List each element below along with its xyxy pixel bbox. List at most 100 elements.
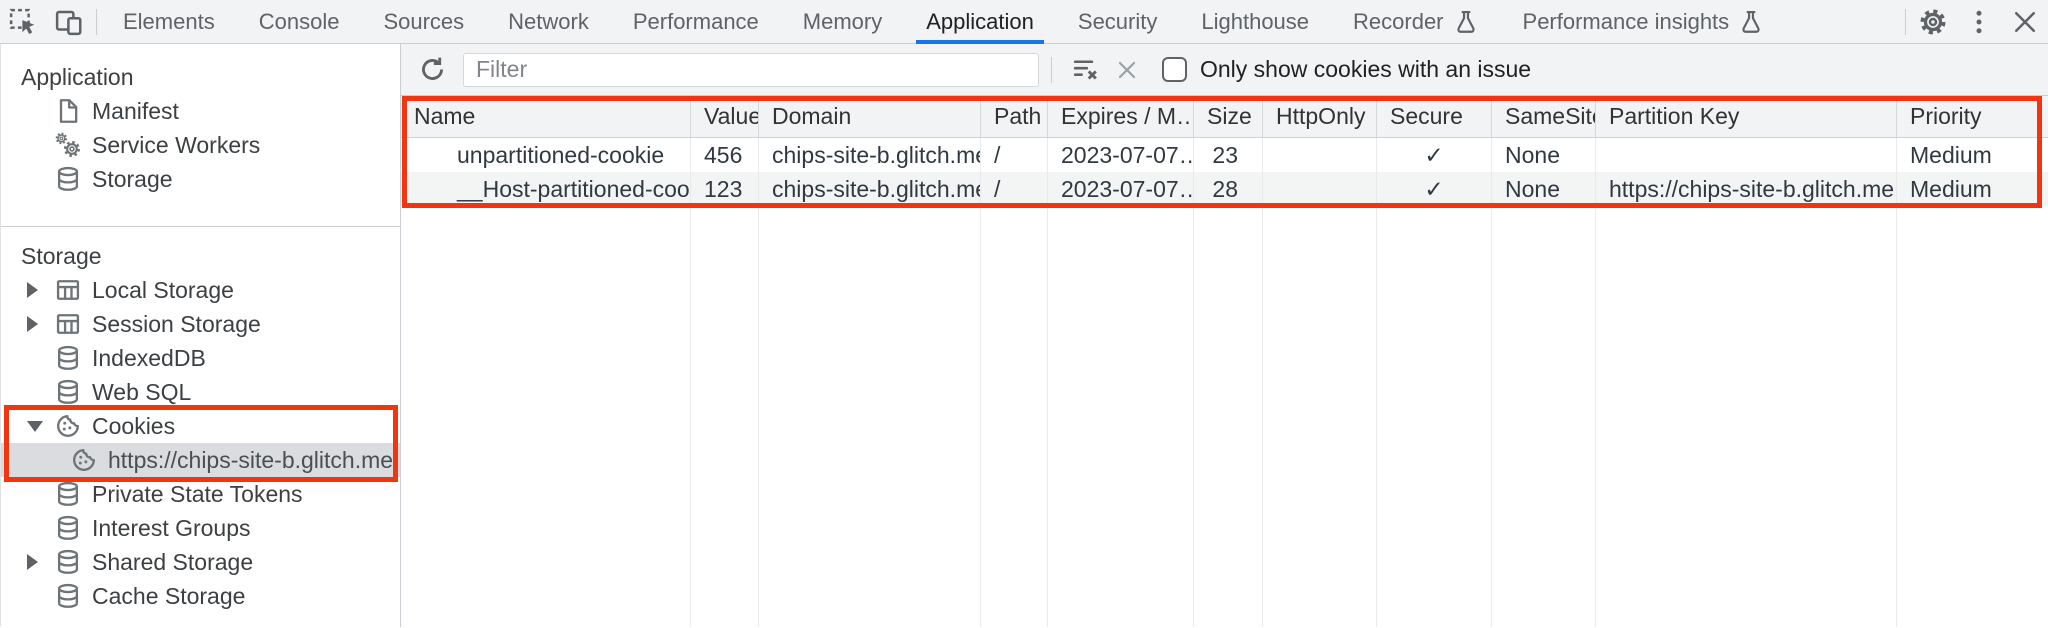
tab-network[interactable]: Network [486, 0, 611, 44]
empty-cell [1194, 206, 1263, 627]
sidebar-item-indexeddb[interactable]: IndexedDB [1, 341, 400, 375]
expander-collapsed-icon[interactable] [27, 316, 53, 332]
delete-selected-button[interactable] [1106, 49, 1148, 91]
cell-partitionkey: https://chips-site-b.glitch.me [1596, 172, 1897, 206]
column-header-priority[interactable]: Priority [1910, 103, 1982, 129]
tab-lighthouse[interactable]: Lighthouse [1179, 0, 1331, 44]
settings-gear-icon[interactable] [1910, 0, 1956, 44]
sidebar-item-cache-storage[interactable]: Cache Storage [1, 579, 400, 613]
expander-collapsed-icon[interactable] [27, 282, 53, 298]
cell-value: 123 [691, 172, 759, 206]
sidebar-section-title-application: Application [21, 63, 134, 90]
column-header-name[interactable]: Name [401, 96, 691, 137]
column-header-secure[interactable]: Secure [1377, 96, 1492, 137]
experiment-flask-icon [1738, 9, 1764, 35]
empty-cell [401, 206, 691, 627]
kebab-menu-icon[interactable] [1956, 0, 2002, 44]
database-icon [53, 479, 83, 509]
tab-security[interactable]: Security [1056, 0, 1179, 44]
cookie-icon [53, 411, 83, 441]
sidebar-item-label: https://chips-site-b.glitch.me [108, 446, 394, 473]
tabbar-divider [96, 8, 97, 35]
cell-name: __Host-partitioned-cookie [401, 172, 691, 206]
tab-performance-insights[interactable]: Performance insights [1501, 0, 1787, 44]
cell-priority: Medium [1910, 175, 1992, 202]
sidebar-item-label: Private State Tokens [92, 480, 303, 507]
sidebar-item-https-chips-site-b-glitch-me[interactable]: https://chips-site-b.glitch.me [1, 443, 400, 477]
sidebar-section-title-storage: Storage [21, 242, 102, 269]
tab-label: Security [1077, 8, 1158, 34]
sidebar-item-private-state-tokens[interactable]: Private State Tokens [1, 477, 400, 511]
sidebar-item-label: Service Workers [92, 131, 261, 158]
database-icon [53, 547, 83, 577]
sidebar-item-local-storage[interactable]: Local Storage [1, 273, 400, 307]
column-header-domain[interactable]: Domain [759, 96, 981, 137]
cell-partitionkey [1596, 138, 1897, 172]
tab-label: Performance insights [1522, 8, 1730, 34]
device-toolbar-icon[interactable] [46, 0, 92, 44]
triangle-down-icon [27, 420, 43, 432]
empty-cell [1377, 206, 1492, 627]
sidebar-item-storage[interactable]: Storage [1, 162, 400, 196]
tab-label: Recorder [1353, 8, 1444, 34]
column-header-samesite[interactable]: SameSite [1492, 96, 1596, 137]
tab-label: Elements [123, 8, 215, 34]
tab-console[interactable]: Console [237, 0, 362, 44]
cookie-icon [69, 445, 99, 475]
database-icon [53, 513, 83, 543]
sidebar-item-session-storage[interactable]: Session Storage [1, 307, 400, 341]
clear-all-button[interactable] [1064, 49, 1106, 91]
cell-domain: chips-site-b.glitch.me [759, 172, 981, 206]
sidebar-item-label: Cookies [92, 412, 176, 439]
tab-memory[interactable]: Memory [781, 0, 904, 44]
table-empty-area [401, 206, 2048, 627]
sidebar-item-shared-storage[interactable]: Shared Storage [1, 545, 400, 579]
column-header-partitionkey[interactable]: Partition Key [1596, 96, 1897, 137]
sidebar-item-web-sql[interactable]: Web SQL [1, 375, 400, 409]
tab-label: Performance [632, 8, 759, 34]
filter-input[interactable] [463, 52, 1039, 87]
refresh-button[interactable] [411, 49, 453, 91]
experiment-flask-icon [1453, 9, 1479, 35]
sidebar-item-cookies[interactable]: Cookies [1, 409, 400, 443]
column-header-value[interactable]: Value [691, 96, 759, 137]
cell-expires: 2023-07-07… [1048, 138, 1194, 172]
empty-cell [1048, 206, 1194, 627]
inspect-icon[interactable] [0, 0, 46, 44]
tab-recorder[interactable]: Recorder [1331, 0, 1500, 44]
tab-elements[interactable]: Elements [101, 0, 237, 44]
sidebar-item-interest-groups[interactable]: Interest Groups [1, 511, 400, 545]
cookie-row-host-partitioned-cookie[interactable]: __Host-partitioned-cookie123chips-site-b… [401, 172, 2048, 206]
tab-label: Lighthouse [1201, 8, 1310, 34]
sidebar-item-manifest[interactable]: Manifest [1, 94, 400, 128]
column-header-size[interactable]: Size [1194, 96, 1263, 137]
close-icon[interactable] [2002, 0, 2048, 44]
triangle-right-icon [27, 554, 38, 570]
sidebar-item-service-workers[interactable]: Service Workers [1, 128, 400, 162]
column-header-httponly[interactable]: HttpOnly [1263, 96, 1377, 137]
tabbar-right-controls [1901, 0, 2048, 44]
expander-expanded-icon[interactable] [27, 420, 53, 432]
sidebar-item-label: Manifest [92, 97, 179, 124]
tab-performance[interactable]: Performance [611, 0, 781, 44]
sidebar-item-label: Session Storage [92, 310, 261, 337]
database-icon [53, 164, 83, 194]
triangle-right-icon [27, 282, 38, 298]
triangle-right-icon [27, 316, 38, 332]
column-header-path[interactable]: Path [981, 96, 1048, 137]
issues-only-checkbox[interactable] [1162, 57, 1187, 82]
tab-application[interactable]: Application [904, 0, 1056, 44]
expander-collapsed-icon[interactable] [27, 554, 53, 570]
tab-sources[interactable]: Sources [361, 0, 486, 44]
column-header-expires[interactable]: Expires / M… [1048, 96, 1194, 137]
cell-secure: ✓ [1377, 172, 1492, 206]
empty-cell [759, 206, 981, 627]
issues-only-label[interactable]: Only show cookies with an issue [1200, 56, 1532, 82]
empty-cell [1897, 206, 2048, 627]
